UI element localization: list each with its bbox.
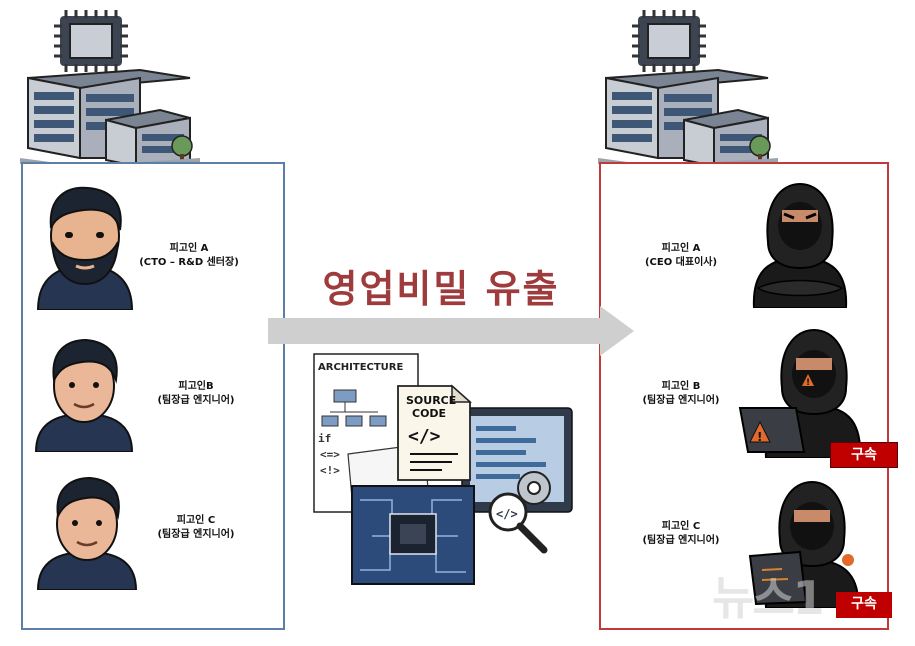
source-code-document-icon: SOURCE CODE </> xyxy=(397,384,472,481)
code-brackets-glyph: </> xyxy=(408,426,441,447)
gear-icon xyxy=(517,471,551,505)
arrest-badge-b: 구속 xyxy=(830,442,898,468)
left-defendant-b-name: 피고인B xyxy=(178,381,214,392)
magnifier-icon: </> xyxy=(488,492,548,554)
left-company-building-icon xyxy=(20,10,200,168)
left-defendant-c-label: 피고인 C (팀장급 엔지니어) xyxy=(136,514,256,542)
left-defendant-a-role: (CTO – R&D 센터장) xyxy=(139,257,239,268)
svg-text:!: ! xyxy=(757,430,762,444)
hooded-defendant-a-icon xyxy=(752,182,848,308)
code-snippet-tag: <!> xyxy=(320,464,340,477)
right-defendant-a-name: 피고인 A xyxy=(661,243,701,254)
right-chip-icon xyxy=(632,10,706,72)
right-company-building-icon xyxy=(598,10,778,168)
defendant-c-avatar-icon xyxy=(36,476,138,590)
right-defendant-b-label: 피고인 B (팀장급 엔지니어) xyxy=(626,380,736,408)
left-defendant-c-role: (팀장급 엔지니어) xyxy=(157,529,235,540)
architecture-document-label: ARCHITECTURE xyxy=(318,362,404,373)
left-defendant-b-label: 피고인B (팀장급 엔지니어) xyxy=(136,380,256,408)
hooded-defendant-c-laptop-icon xyxy=(748,480,860,608)
trade-secrets-documents-icon: if <=> <!> SOURCE CODE </> </> xyxy=(313,353,573,585)
source-code-label-line1: SOURCE xyxy=(406,394,456,407)
arrest-badge-c: 구속 xyxy=(836,592,892,618)
flow-arrow-icon xyxy=(268,306,634,356)
right-defendant-a-role: (CEO 대표이사) xyxy=(644,257,718,268)
left-defendant-a-name: 피고인 A xyxy=(169,243,209,254)
left-chip-icon xyxy=(54,10,128,72)
hooded-defendant-b-laptop-icon: ! ! xyxy=(738,328,862,458)
svg-text:!: ! xyxy=(806,378,810,388)
right-defendant-c-name: 피고인 C xyxy=(661,521,701,532)
code-snippet-arrows: <=> xyxy=(320,448,340,461)
right-defendant-c-label: 피고인 C (팀장급 엔지니어) xyxy=(626,520,736,548)
right-defendant-a-label: 피고인 A (CEO 대표이사) xyxy=(626,242,736,270)
svg-text:</>: </> xyxy=(496,507,518,521)
right-defendant-c-role: (팀장급 엔지니어) xyxy=(642,535,720,546)
right-defendant-b-name: 피고인 B xyxy=(661,381,701,392)
source-code-label-line2: CODE xyxy=(412,407,446,420)
defendant-b-avatar-icon xyxy=(34,338,134,452)
right-defendant-b-role: (팀장급 엔지니어) xyxy=(642,395,720,406)
circuit-board-icon xyxy=(351,485,475,585)
left-defendant-c-name: 피고인 C xyxy=(176,515,216,526)
code-snippet-if: if xyxy=(318,432,331,445)
left-defendant-a-label: 피고인 A (CTO – R&D 센터장) xyxy=(124,242,254,270)
left-defendant-b-role: (팀장급 엔지니어) xyxy=(157,395,235,406)
diagram-title: 영업비밀 유출 xyxy=(322,267,560,311)
news-watermark: 뉴스1 xyxy=(712,571,825,625)
defendant-a-bearded-avatar-icon xyxy=(36,186,134,310)
